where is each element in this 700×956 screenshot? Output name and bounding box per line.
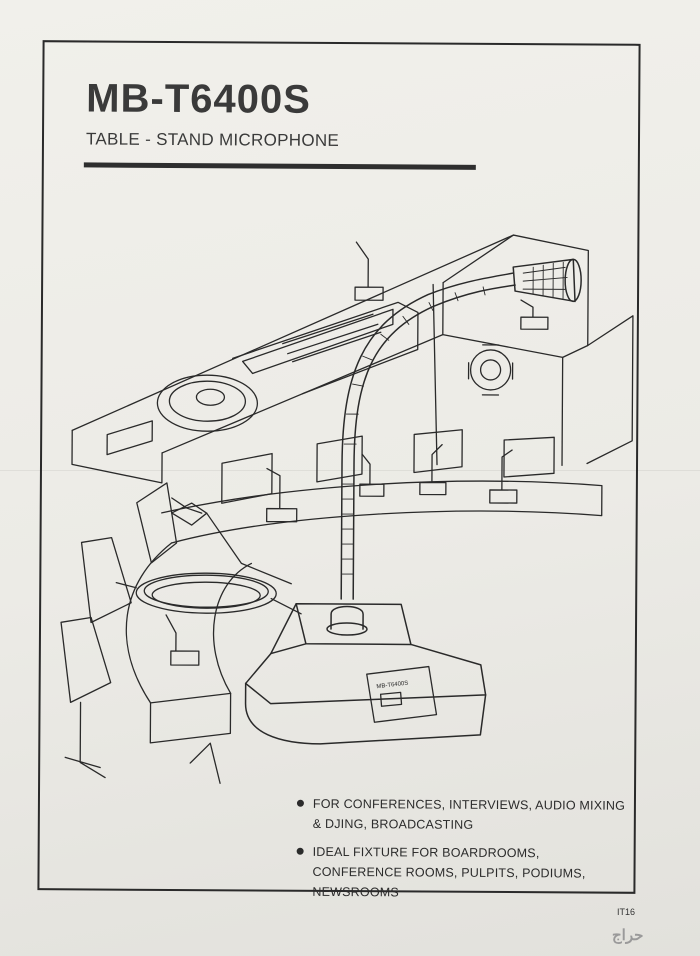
control-plate-icon (366, 665, 438, 723)
bullet-icon (296, 799, 304, 807)
conference-room-illustration: MB-T6400S (60, 234, 634, 784)
manual-page-frame: MB-T6400S TABLE - STAND MICROPHONE (37, 40, 641, 899)
feature-text: FOR CONFERENCES, INTERVIEWS, AUDIO MIXIN… (312, 796, 626, 832)
gooseneck-microphone-icon (244, 258, 582, 745)
feature-text: IDEAL FIXTURE FOR BOARDROOMS, CONFERENCE… (312, 844, 586, 900)
feature-item: FOR CONFERENCES, INTERVIEWS, AUDIO MIXIN… (295, 794, 630, 836)
bullet-icon (296, 847, 304, 855)
feature-list: FOR CONFERENCES, INTERVIEWS, AUDIO MIXIN… (294, 794, 630, 912)
gear-logo-icon (467, 344, 514, 396)
round-speaker-icon (156, 374, 259, 432)
watermark-logo: حراج (612, 927, 644, 944)
cable-coil-icon (115, 572, 302, 615)
page-code: IT16 (617, 907, 636, 917)
feature-item: IDEAL FIXTURE FOR BOARDROOMS, CONFERENCE… (294, 842, 629, 904)
desk-microphone-icons (165, 241, 549, 666)
paper-fold-line (0, 470, 700, 471)
device-label-text: MB-T6400S (376, 681, 408, 691)
